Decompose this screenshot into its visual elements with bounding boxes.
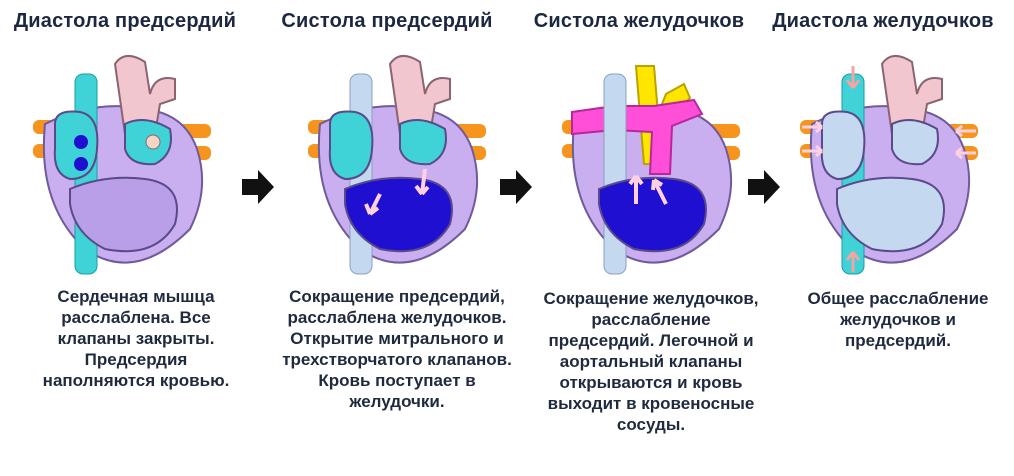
- aorta: [880, 55, 943, 135]
- aorta: [113, 55, 176, 135]
- flow-arrow: [845, 66, 861, 89]
- flow-arrow: [414, 168, 430, 196]
- ventricles: [69, 176, 178, 253]
- flow-arrow: [802, 144, 823, 158]
- ventricles: [598, 176, 707, 253]
- phase-title: Диастола желудочков: [772, 10, 994, 32]
- flow-arrow: [955, 146, 976, 160]
- left-atrium: [399, 119, 447, 166]
- valve-marker: [145, 134, 161, 150]
- flow-arrow: [364, 193, 382, 216]
- heart-diagram-ventricular-systole: [562, 65, 740, 275]
- phase-panel-atrial-diastole: Диастола предсердий Сердечная мышца расс…: [0, 0, 250, 476]
- flow-arrow: [651, 178, 668, 205]
- phase-panel-atrial-systole: Систола предсердий Сокращение предсердий…: [262, 0, 512, 476]
- flow-arrow: [955, 124, 976, 138]
- phase-description: Сокращение желудочков, расслабление пред…: [543, 289, 759, 434]
- phase-title: Систола предсердий: [281, 10, 493, 32]
- vena-cava: [603, 73, 627, 275]
- phase-title: Систола желудочков: [533, 10, 745, 32]
- right-atrium: [820, 110, 866, 181]
- phase-description: Сердечная мышца расслаблена. Все клапаны…: [42, 287, 230, 390]
- arrow-right-icon: [242, 170, 274, 204]
- valve-marker: [74, 135, 88, 149]
- heart-diagram-ventricular-diastole: [800, 55, 978, 275]
- phase-description: Общее расслабление желудочков и предсерд…: [807, 289, 989, 350]
- flow-arrow: [845, 251, 861, 272]
- arrow-right-icon: [748, 170, 780, 204]
- phase-panel-ventricular-diastole: Диастола желудочков Общее расслабление ж…: [758, 0, 1008, 476]
- phase-panel-ventricular-systole: Систола желудочков Сокращение желудочков…: [514, 0, 764, 476]
- flow-arrow: [628, 174, 644, 204]
- arrow-right-icon: [500, 170, 532, 204]
- valve-marker: [74, 157, 88, 171]
- aorta: [388, 55, 451, 135]
- ventricles: [836, 176, 945, 253]
- heart-diagram-atrial-systole: [308, 55, 486, 275]
- phase-description: Сокращение предсердий, расслаблена желуд…: [282, 287, 512, 411]
- phase-title: Диастола предсердий: [13, 10, 237, 32]
- ventricles: [344, 176, 453, 253]
- right-atrium: [328, 110, 374, 181]
- left-atrium: [891, 119, 939, 166]
- flow-arrow: [802, 120, 823, 134]
- heart-diagram-atrial-diastole: [33, 55, 211, 275]
